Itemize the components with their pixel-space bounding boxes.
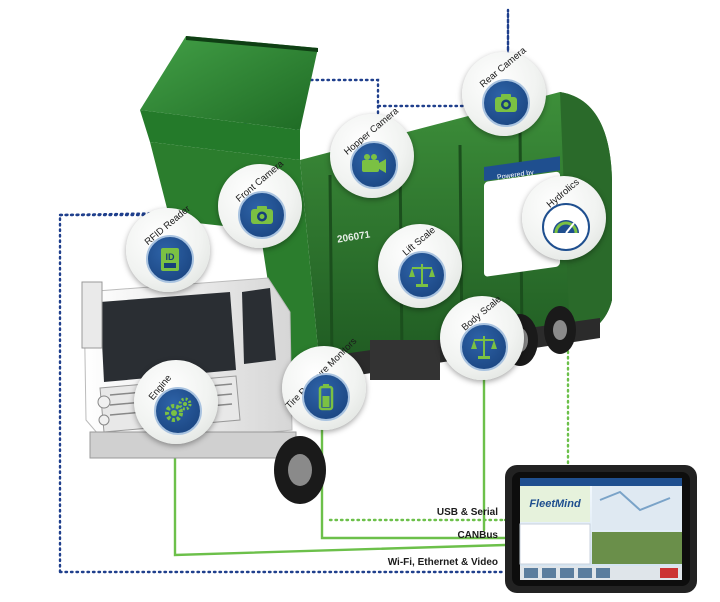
scale-icon — [460, 322, 508, 371]
node-lift-scale: Lift Scale — [378, 224, 462, 308]
node-tire-pressure-monitors: Tire Pressure Monitors — [282, 336, 366, 430]
node-rear-camera: Rear Camera — [462, 45, 546, 136]
video-camera-icon — [350, 140, 398, 189]
gauge-icon — [542, 202, 590, 251]
rfid-card-icon: ID — [146, 234, 194, 283]
usb-serial-label: USB & Serial — [436, 507, 498, 518]
node-hydrolics: Hydrolics — [522, 176, 606, 260]
tablet-brand-logo: FleetMind — [529, 498, 581, 510]
tablet-device — [505, 465, 697, 593]
node-hopper-camera: Hopper Camera — [330, 106, 414, 198]
camera-icon — [482, 78, 530, 127]
svg-text:ID: ID — [166, 252, 176, 262]
wifi-ethernet-video-label: Wi-Fi, Ethernet & Video — [387, 557, 498, 568]
node-front-camera: Front Camera — [218, 159, 302, 248]
canbus-label: CANBus — [457, 530, 498, 541]
node-body-scale: Body Scale — [440, 294, 524, 380]
battery-icon — [302, 372, 350, 421]
scale-icon — [398, 250, 446, 299]
node-rfid-reader: RFID Reader ID — [126, 203, 210, 292]
node-engine: Engine — [134, 360, 218, 444]
camera-icon — [238, 190, 286, 239]
gears-icon — [154, 386, 202, 435]
